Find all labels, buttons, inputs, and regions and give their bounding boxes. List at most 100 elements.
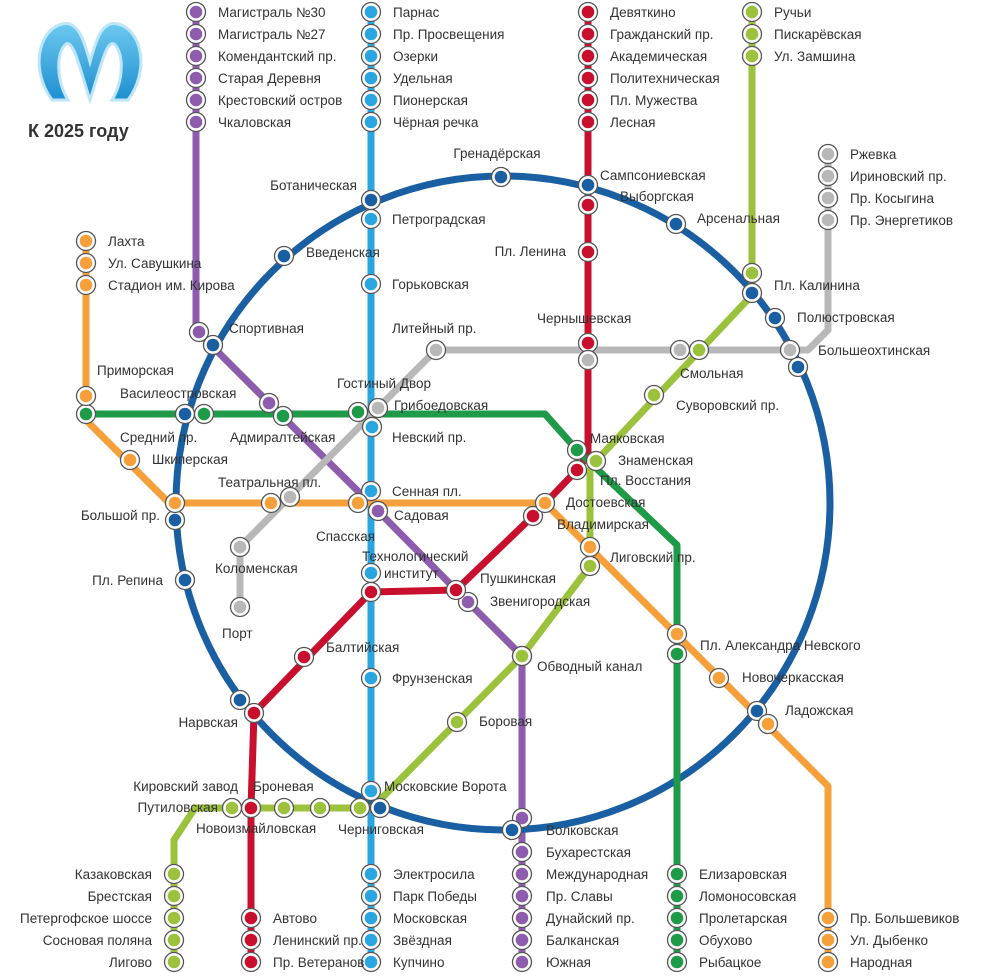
station-label[interactable]: Спортивная bbox=[229, 321, 304, 336]
station-label[interactable]: Московские Ворота bbox=[384, 779, 507, 794]
station-orange[interactable] bbox=[260, 492, 282, 514]
station-label[interactable]: Ленинский пр. bbox=[273, 933, 362, 948]
station-label[interactable]: Дунайский пр. bbox=[546, 911, 635, 926]
station-ring[interactable] bbox=[746, 700, 768, 722]
station-lightgreen[interactable] bbox=[163, 885, 185, 907]
station-blue[interactable] bbox=[361, 416, 383, 438]
station-label[interactable]: Броневая bbox=[253, 779, 314, 794]
station-label[interactable]: Коломенская bbox=[215, 561, 298, 576]
station-label[interactable]: Пл. Восстания bbox=[600, 473, 691, 488]
station-label[interactable]: Смольная bbox=[680, 366, 743, 381]
station-label[interactable]: Ул. Дыбенко bbox=[850, 933, 928, 948]
station-ring[interactable] bbox=[164, 509, 186, 531]
station-red[interactable] bbox=[293, 646, 315, 668]
station-label[interactable]: Шкиперская bbox=[152, 452, 228, 467]
station-label[interactable]: Сосновая поляна bbox=[43, 933, 153, 948]
station-label[interactable]: Ломоносовская bbox=[699, 889, 796, 904]
station-grey[interactable] bbox=[367, 397, 389, 419]
station-label[interactable]: Балканская bbox=[546, 933, 619, 948]
station-orange[interactable] bbox=[347, 492, 369, 514]
station-label[interactable]: Владимирская bbox=[557, 517, 649, 532]
station-label[interactable]: Гражданский пр. bbox=[610, 27, 714, 42]
station-purple[interactable] bbox=[258, 392, 280, 414]
station-ring[interactable] bbox=[490, 166, 512, 188]
station-grey[interactable] bbox=[425, 339, 447, 361]
station-label[interactable]: Магистраль №27 bbox=[218, 27, 325, 42]
station-orange[interactable] bbox=[75, 274, 97, 296]
station-ring[interactable] bbox=[577, 174, 599, 196]
station-orange[interactable] bbox=[708, 667, 730, 689]
station-label[interactable]: Лигово bbox=[109, 955, 152, 970]
station-blue[interactable] bbox=[360, 562, 382, 584]
station-purple[interactable] bbox=[185, 67, 207, 89]
station-label[interactable]: Озерки bbox=[393, 49, 438, 64]
station-label[interactable]: Гостиный Двор bbox=[337, 376, 431, 391]
station-label[interactable]: Горьковская bbox=[392, 277, 469, 292]
station-lightgreen[interactable] bbox=[585, 450, 607, 472]
station-red[interactable] bbox=[577, 89, 599, 111]
station-label[interactable]: Грибоедовская bbox=[394, 398, 488, 413]
station-label[interactable]: Международная bbox=[546, 867, 648, 882]
station-red[interactable] bbox=[577, 23, 599, 45]
station-label[interactable]: Чкаловская bbox=[218, 115, 291, 130]
station-purple[interactable] bbox=[188, 321, 210, 343]
station-label[interactable]: Лиговский пр. bbox=[610, 550, 696, 565]
station-label[interactable]: Пр. Просвещения bbox=[393, 27, 504, 42]
station-label[interactable]: Волковская bbox=[546, 823, 618, 838]
station-red[interactable] bbox=[577, 111, 599, 133]
station-red[interactable] bbox=[445, 579, 467, 601]
station-label[interactable]: Пискарёвская bbox=[774, 27, 862, 42]
station-purple[interactable] bbox=[185, 23, 207, 45]
station-label[interactable]: Народная bbox=[850, 955, 912, 970]
station-label[interactable]: Магистраль №30 bbox=[218, 5, 325, 20]
station-label[interactable]: Кировский завод bbox=[133, 779, 238, 794]
station-label[interactable]: Пл. Калинина bbox=[774, 278, 860, 293]
station-label[interactable]: Звёздная bbox=[393, 933, 452, 948]
station-label[interactable]: Петроградская bbox=[392, 212, 486, 227]
station-lightgreen[interactable] bbox=[273, 797, 295, 819]
station-label[interactable]: Ботаническая bbox=[270, 178, 357, 193]
station-lightgreen[interactable] bbox=[688, 339, 710, 361]
station-label[interactable]: Арсенальная bbox=[697, 211, 780, 226]
station-label[interactable]: Пионерская bbox=[393, 93, 468, 108]
station-label[interactable]: Электросила bbox=[393, 867, 475, 882]
station-red[interactable] bbox=[577, 194, 599, 216]
station-green[interactable] bbox=[272, 405, 294, 427]
station-orange[interactable] bbox=[666, 623, 688, 645]
station-purple[interactable] bbox=[185, 89, 207, 111]
station-label[interactable]: Автово bbox=[273, 911, 317, 926]
station-label[interactable]: Сенная пл. bbox=[392, 484, 462, 499]
station-blue[interactable] bbox=[360, 780, 382, 802]
station-label[interactable]: Бухарестская bbox=[546, 845, 631, 860]
station-green[interactable] bbox=[666, 863, 688, 885]
station-lightgreen[interactable] bbox=[163, 907, 185, 929]
station-label[interactable]: Маяковская bbox=[590, 431, 665, 446]
station-red[interactable] bbox=[577, 1, 599, 23]
station-orange[interactable] bbox=[164, 492, 186, 514]
station-label[interactable]: Полюстровская bbox=[797, 310, 895, 325]
station-label[interactable]: Удельная bbox=[393, 71, 453, 86]
station-purple[interactable] bbox=[511, 885, 533, 907]
station-label[interactable]: Приморская bbox=[97, 363, 174, 378]
station-lightgreen[interactable] bbox=[446, 711, 468, 733]
station-label[interactable]: Пр. Косыгина bbox=[850, 191, 934, 206]
station-green[interactable] bbox=[75, 403, 97, 425]
station-label[interactable]: Комендантский пр. bbox=[218, 49, 337, 64]
station-label[interactable]: Крестовский остров bbox=[218, 93, 342, 108]
station-blue[interactable] bbox=[360, 863, 382, 885]
station-purple[interactable] bbox=[511, 907, 533, 929]
station-lightgreen[interactable] bbox=[163, 951, 185, 973]
station-red[interactable] bbox=[566, 459, 588, 481]
station-grey[interactable] bbox=[577, 349, 599, 371]
station-lightgreen[interactable] bbox=[163, 863, 185, 885]
station-ring[interactable] bbox=[665, 213, 687, 235]
station-label[interactable]: Южная bbox=[546, 955, 591, 970]
station-ring[interactable] bbox=[787, 356, 809, 378]
station-blue[interactable] bbox=[360, 1, 382, 23]
station-label[interactable]: Фрунзенская bbox=[392, 671, 473, 686]
station-label[interactable]: Политехническая bbox=[610, 71, 720, 86]
station-label[interactable]: Выборгская bbox=[620, 189, 694, 204]
station-blue[interactable] bbox=[360, 111, 382, 133]
station-label[interactable]: Ириновский пр. bbox=[850, 169, 947, 184]
